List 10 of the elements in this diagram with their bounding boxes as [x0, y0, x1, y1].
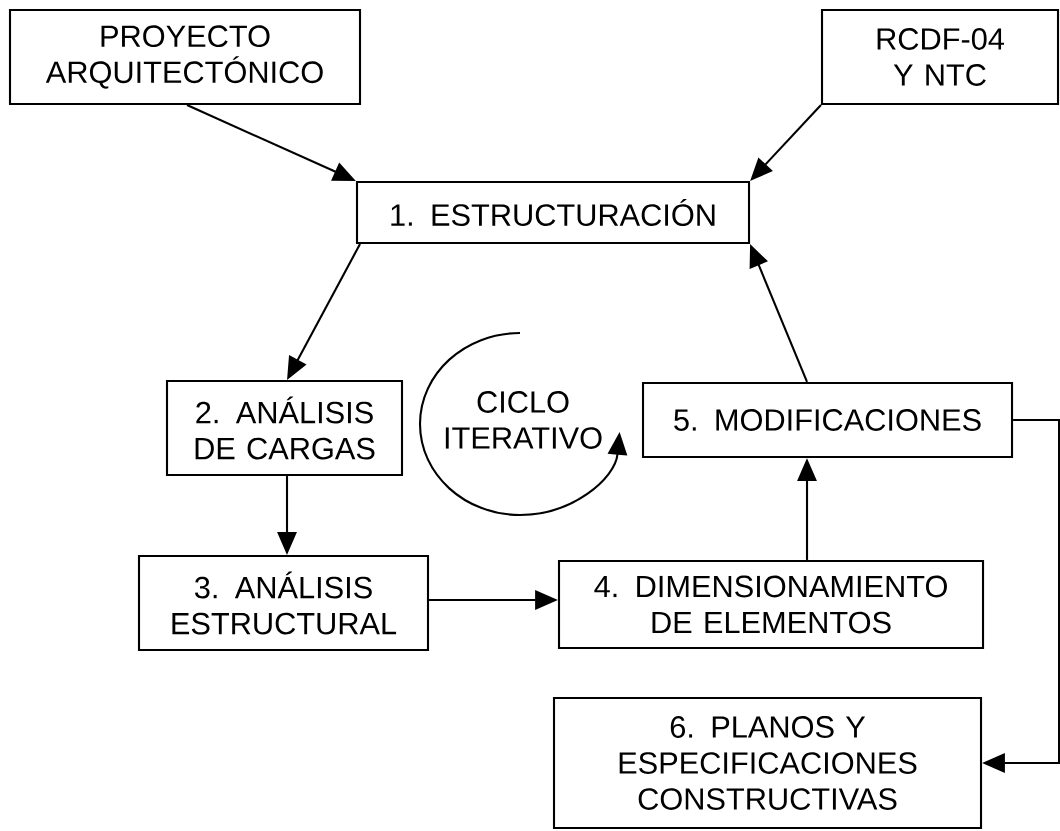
process-box: 3. ANÁLISIS ESTRUCTURAL	[137, 554, 430, 652]
process-box: 6. PLANOS Y ESPECIFICACIONES CONSTRUCTIVAS	[552, 696, 983, 830]
process-box: 5. MODIFICACIONES	[641, 381, 1014, 459]
process-box: 4. DIMENSIONAMIENTO DE ELEMENTOS	[557, 559, 985, 650]
process-box: PROYECTO ARQUITECTÓNICO	[8, 8, 362, 106]
arrow	[750, 104, 822, 181]
process-box: RCDF-04 Y NTC	[820, 8, 1060, 106]
process-box: 1. ESTRUCTURACIÓN	[355, 180, 751, 245]
cycle-label: CICLO ITERATIVO	[445, 391, 602, 449]
process-box: 2. ANÁLISIS DE CARGAS	[165, 379, 404, 477]
